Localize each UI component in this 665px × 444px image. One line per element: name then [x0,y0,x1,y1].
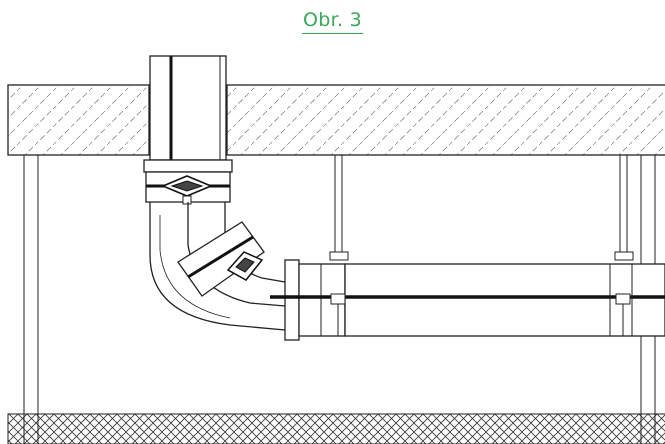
ceiling-slab-right [226,84,665,156]
horizontal-sleeve [284,259,346,341]
horizontal-duct [270,263,665,337]
floor-hatch [7,413,665,444]
figure-caption: Obr. 3 [0,8,665,34]
diamond-clamp-icon [160,175,214,205]
ceiling-slab-left [7,84,150,156]
figure-caption-text: Obr. 3 [301,8,364,34]
wall-column-left [23,155,39,444]
elbow-collar [177,221,265,297]
threaded-rod-hanger-1 [329,155,349,336]
threaded-rod-hanger-2 [614,155,634,336]
